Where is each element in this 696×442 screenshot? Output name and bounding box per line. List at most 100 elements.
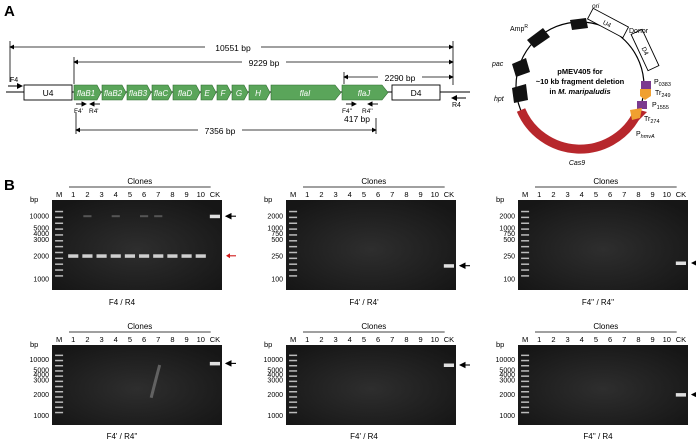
- ladder-band: [521, 354, 530, 357]
- ladder-band: [521, 396, 530, 398]
- cas9-arc: [516, 108, 640, 154]
- ladder-band: [55, 228, 64, 230]
- lane-label: 8: [404, 190, 408, 199]
- ladder-band: [55, 375, 64, 377]
- gene-flac-label: flaC: [154, 89, 168, 98]
- lane-label: 2: [85, 190, 89, 199]
- clones-label: Clones: [361, 177, 386, 186]
- ladder-band: [289, 257, 298, 260]
- lane-label: 4: [114, 190, 118, 199]
- p1555-marker: [637, 101, 647, 109]
- primer-f4p-label: F4': [74, 108, 83, 115]
- ori-label: ori: [592, 3, 600, 10]
- tr249-label: Tr249: [655, 90, 671, 99]
- ladder-band: [289, 216, 298, 219]
- gene-flaj: [341, 84, 389, 101]
- ladder-band: [289, 251, 298, 254]
- plasmid-u4-box: [586, 7, 630, 39]
- ladder-band: [289, 354, 298, 357]
- plasmid-desc-1: ~10 kb fragment deletion: [536, 77, 625, 86]
- band-arrow-red-head: [226, 253, 230, 259]
- ladder-band: [55, 216, 64, 219]
- phmva-label: PhmvA: [636, 131, 655, 140]
- lane-label: CK: [210, 335, 220, 344]
- lane-label: 10: [431, 190, 439, 199]
- d4-label: D4: [411, 88, 422, 98]
- ladder-band: [289, 370, 298, 372]
- lane-label: 9: [184, 190, 188, 199]
- bp-axis-label: bp: [496, 195, 504, 204]
- lane-label: 3: [333, 335, 337, 344]
- gene-flab2-label: flaB2: [104, 89, 123, 98]
- ladder-band: [289, 365, 298, 367]
- lane-label: 5: [128, 335, 132, 344]
- gel-image: [52, 200, 222, 290]
- gene-flad: [172, 84, 201, 101]
- ladder-band: [55, 406, 64, 409]
- amp-label: AmpR: [510, 24, 528, 33]
- lane-label: CK: [444, 335, 454, 344]
- gel-image: [52, 345, 222, 425]
- ladder-band: [55, 275, 64, 277]
- gene-flab3: [126, 84, 152, 101]
- gene-g: [231, 84, 249, 101]
- gel-image: [518, 200, 688, 290]
- ladder-band: [55, 354, 64, 357]
- bp-axis-label: bp: [30, 195, 38, 204]
- span-2290: 2290 bp: [343, 71, 454, 84]
- ladder-band: [289, 411, 298, 414]
- ladder-band: [521, 401, 530, 403]
- ladder-band: [55, 370, 64, 372]
- ladder-band: [289, 222, 298, 224]
- ladder-band: [55, 269, 64, 271]
- ladder-size-label: 5000: [499, 367, 515, 374]
- lane-label: M: [290, 335, 296, 344]
- ladder-band: [521, 385, 530, 388]
- lane-label: 1: [71, 335, 75, 344]
- plasmid-desc-2: in M. maripaludis: [549, 87, 610, 96]
- ladder-band: [521, 251, 530, 254]
- ladder-band: [289, 359, 298, 362]
- ladder-band: [289, 228, 298, 230]
- ladder-band: [289, 269, 298, 271]
- ladder-size-label: 100: [503, 277, 515, 284]
- lane-label: 10: [663, 335, 671, 344]
- bp-axis-label: bp: [496, 340, 504, 349]
- gel-image: [286, 345, 456, 425]
- ladder-size-label: 1000: [499, 413, 515, 420]
- ladder-band: [55, 245, 64, 248]
- ladder-band: [55, 411, 64, 414]
- lane-label: M: [522, 335, 528, 344]
- lane-label: 1: [537, 335, 541, 344]
- lane-label: 6: [376, 335, 380, 344]
- tr249-marker: [640, 89, 651, 100]
- ladder-band: [55, 234, 64, 236]
- ladder-band: [289, 245, 298, 248]
- lane-label: CK: [676, 335, 686, 344]
- ladder-band: [55, 365, 64, 367]
- ladder-band: [55, 263, 64, 265]
- lane-label: 2: [319, 335, 323, 344]
- lane-label: 5: [594, 335, 598, 344]
- sample-band: [96, 254, 107, 258]
- lane-label: 4: [348, 190, 352, 199]
- bp-axis-label: bp: [30, 340, 38, 349]
- ladder-band: [289, 234, 298, 236]
- donor-label: Donor: [629, 28, 649, 35]
- ladder-size-label: 250: [271, 253, 283, 260]
- faint-band: [111, 215, 120, 218]
- lane-label: 9: [184, 335, 188, 344]
- span-10551: 10551 bp: [9, 41, 454, 85]
- tr274-label: Tr274: [644, 116, 660, 125]
- gene-flad-label: flaD: [178, 89, 192, 98]
- gene-g-label: G: [236, 89, 242, 98]
- ladder-size-label: 750: [271, 231, 283, 238]
- lane-label: 6: [142, 190, 146, 199]
- lane-label: 6: [376, 190, 380, 199]
- lane-label: 3: [333, 190, 337, 199]
- ladder-band: [521, 234, 530, 236]
